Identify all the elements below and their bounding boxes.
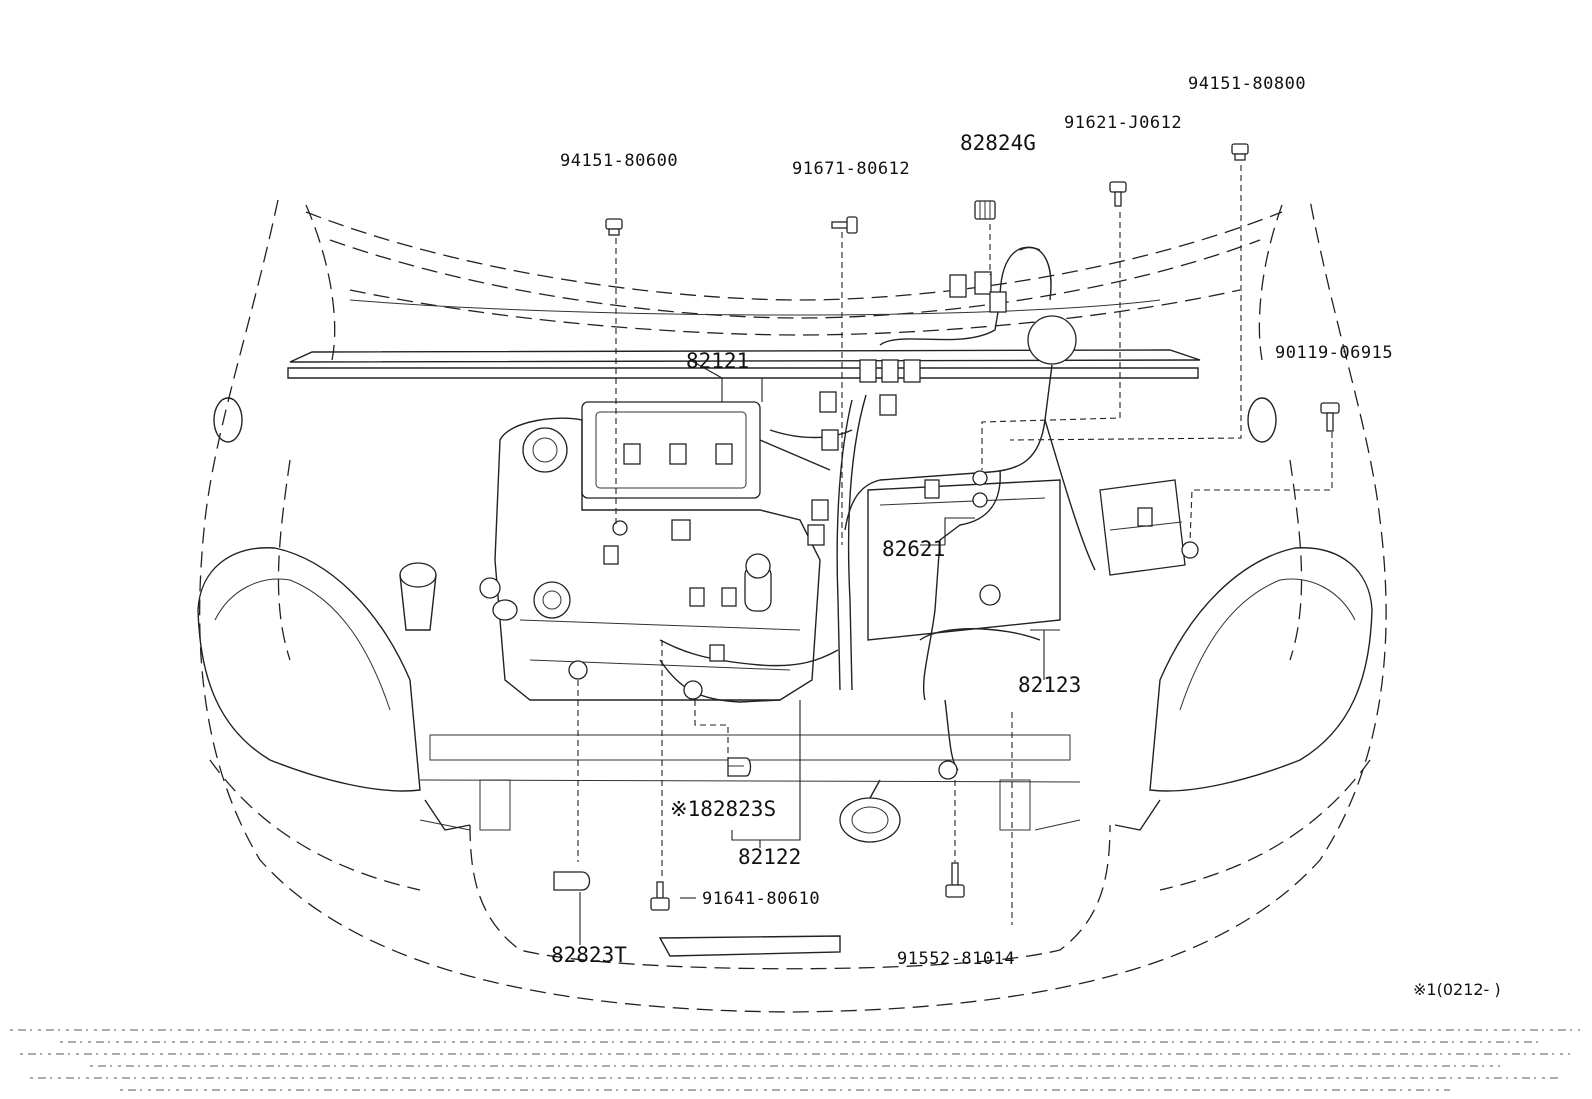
clamp-icon bbox=[727, 757, 752, 777]
label-82122: 82122 bbox=[738, 845, 801, 869]
radiator-support bbox=[419, 734, 1161, 831]
label-82824G: 82824G bbox=[960, 131, 1036, 155]
bolt-icon bbox=[831, 216, 858, 234]
label-94151-80600: 94151-80600 bbox=[560, 151, 678, 171]
battery-box bbox=[867, 479, 1061, 641]
bolt-icon bbox=[650, 881, 670, 911]
label-82121: 82121 bbox=[686, 349, 749, 373]
label-82123: 82123 bbox=[1018, 673, 1081, 697]
label-91671-80612: 91671-80612 bbox=[792, 159, 910, 179]
scan-artifacts bbox=[10, 1029, 1580, 1091]
vehicle-outline bbox=[199, 199, 1387, 1013]
label-91641-80610: 91641-80610 bbox=[702, 889, 820, 909]
label-91552-81014: 91552-81014 bbox=[897, 949, 1015, 969]
fasteners bbox=[553, 143, 1340, 957]
left-headlight bbox=[197, 397, 421, 792]
footnote: ※1(0212- ) bbox=[1413, 980, 1501, 999]
label-82823T: 82823T bbox=[551, 943, 627, 967]
leader-lines bbox=[577, 165, 1333, 945]
bolt-icon bbox=[1320, 402, 1340, 432]
nut-icon bbox=[605, 218, 623, 236]
bolt-icon bbox=[1109, 181, 1127, 207]
label-91621-J0612: 91621-J0612 bbox=[1064, 113, 1182, 133]
label-94151-80800: 94151-80800 bbox=[1188, 74, 1306, 94]
clamp-icon bbox=[553, 871, 591, 891]
label-82823S: ※182823S bbox=[670, 797, 776, 821]
relay-block bbox=[1099, 479, 1186, 576]
engine-assembly bbox=[399, 401, 821, 701]
label-82621: 82621 bbox=[882, 537, 945, 561]
connector-icon bbox=[974, 200, 996, 220]
part-labels: 94151-80600 91671-80612 82824G 91621-J06… bbox=[551, 74, 1501, 999]
nut-icon bbox=[1231, 143, 1249, 161]
label-90119-06915: 90119-06915 bbox=[1275, 343, 1393, 363]
bolt-icon bbox=[945, 862, 965, 898]
right-headlight bbox=[1149, 397, 1373, 792]
wire-harness bbox=[568, 246, 1199, 843]
